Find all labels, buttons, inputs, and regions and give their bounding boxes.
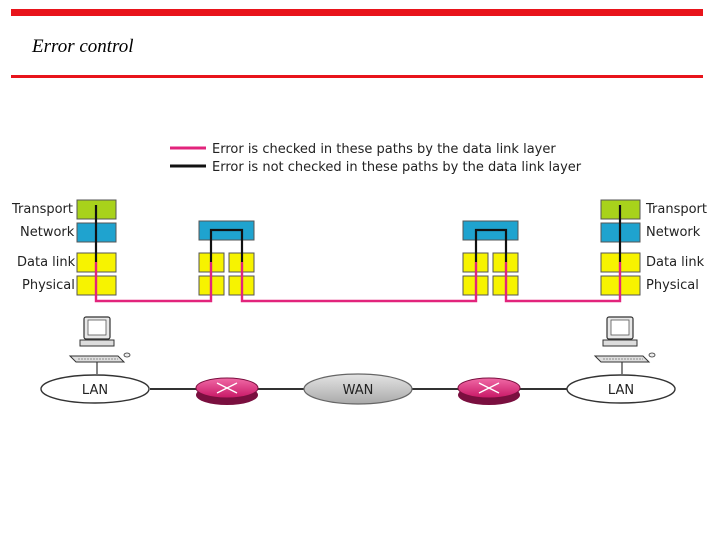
left-network-label: Network	[20, 225, 75, 240]
router-icon	[457, 377, 521, 405]
legend-unchecked-label: Error is not checked in these paths by t…	[212, 160, 582, 175]
left-host-stack: Transport Network Data link Physical	[11, 199, 117, 296]
lan-right: LAN	[566, 374, 676, 404]
unchecked-paths	[94, 205, 622, 262]
left-datalink-label: Data link	[17, 255, 76, 270]
lan-right-label: LAN	[608, 383, 634, 398]
computer-icon	[593, 316, 656, 363]
left-physical-label: Physical	[22, 278, 75, 293]
slide-title: Error control	[32, 36, 134, 57]
legend: Error is checked in these paths by the d…	[170, 142, 582, 175]
wan-label: WAN	[343, 383, 374, 398]
top-rule	[11, 9, 703, 16]
computer-icon	[68, 316, 131, 363]
right-transport-label: Transport	[645, 202, 707, 217]
router-icon	[195, 377, 259, 405]
right-host-stack: Transport Network Data link Physical	[600, 199, 707, 296]
title-underline	[11, 75, 703, 78]
lan-left: LAN	[40, 374, 150, 404]
router-1-stack	[198, 220, 255, 296]
checked-paths	[94, 262, 622, 303]
router-2-stack	[462, 220, 519, 296]
left-transport-label: Transport	[11, 202, 73, 217]
right-physical-label: Physical	[646, 278, 699, 293]
right-datalink-label: Data link	[646, 255, 705, 270]
wan-cloud: WAN	[303, 373, 413, 405]
right-network-label: Network	[646, 225, 701, 240]
lan-left-label: LAN	[82, 383, 108, 398]
legend-checked-label: Error is checked in these paths by the d…	[212, 142, 556, 157]
